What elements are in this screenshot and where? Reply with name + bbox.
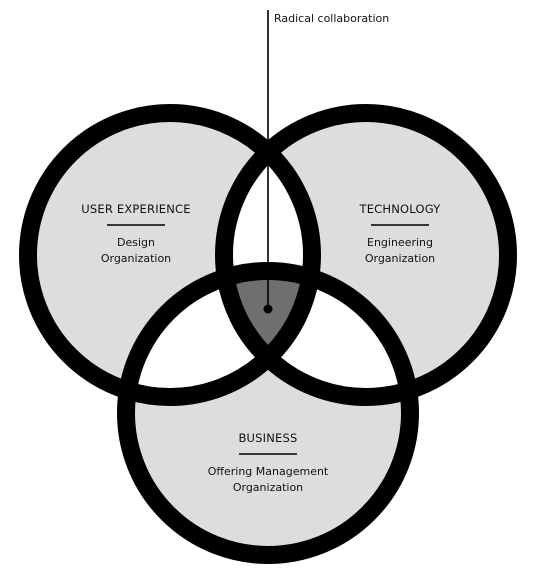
set-title-user-experience: USER EXPERIENCE: [81, 202, 191, 216]
callout-dot: [263, 304, 273, 314]
set-line-technology-1: Engineering: [367, 236, 433, 249]
ring-technology: [215, 104, 517, 406]
set-line-user-experience-1: Design: [117, 236, 155, 249]
set-title-business: BUSINESS: [238, 431, 297, 445]
callout-label: Radical collaboration: [274, 12, 389, 25]
set-line-technology-2: Organization: [365, 252, 435, 265]
set-line-user-experience-2: Organization: [101, 252, 171, 265]
set-line-business-2: Organization: [233, 481, 303, 494]
ring-user-experience: [19, 104, 321, 406]
overlap-ux-business: [126, 271, 312, 397]
set-title-technology: TECHNOLOGY: [358, 202, 441, 216]
set-line-business-1: Offering Management: [208, 465, 329, 478]
overlap-technology-business: [224, 271, 410, 397]
